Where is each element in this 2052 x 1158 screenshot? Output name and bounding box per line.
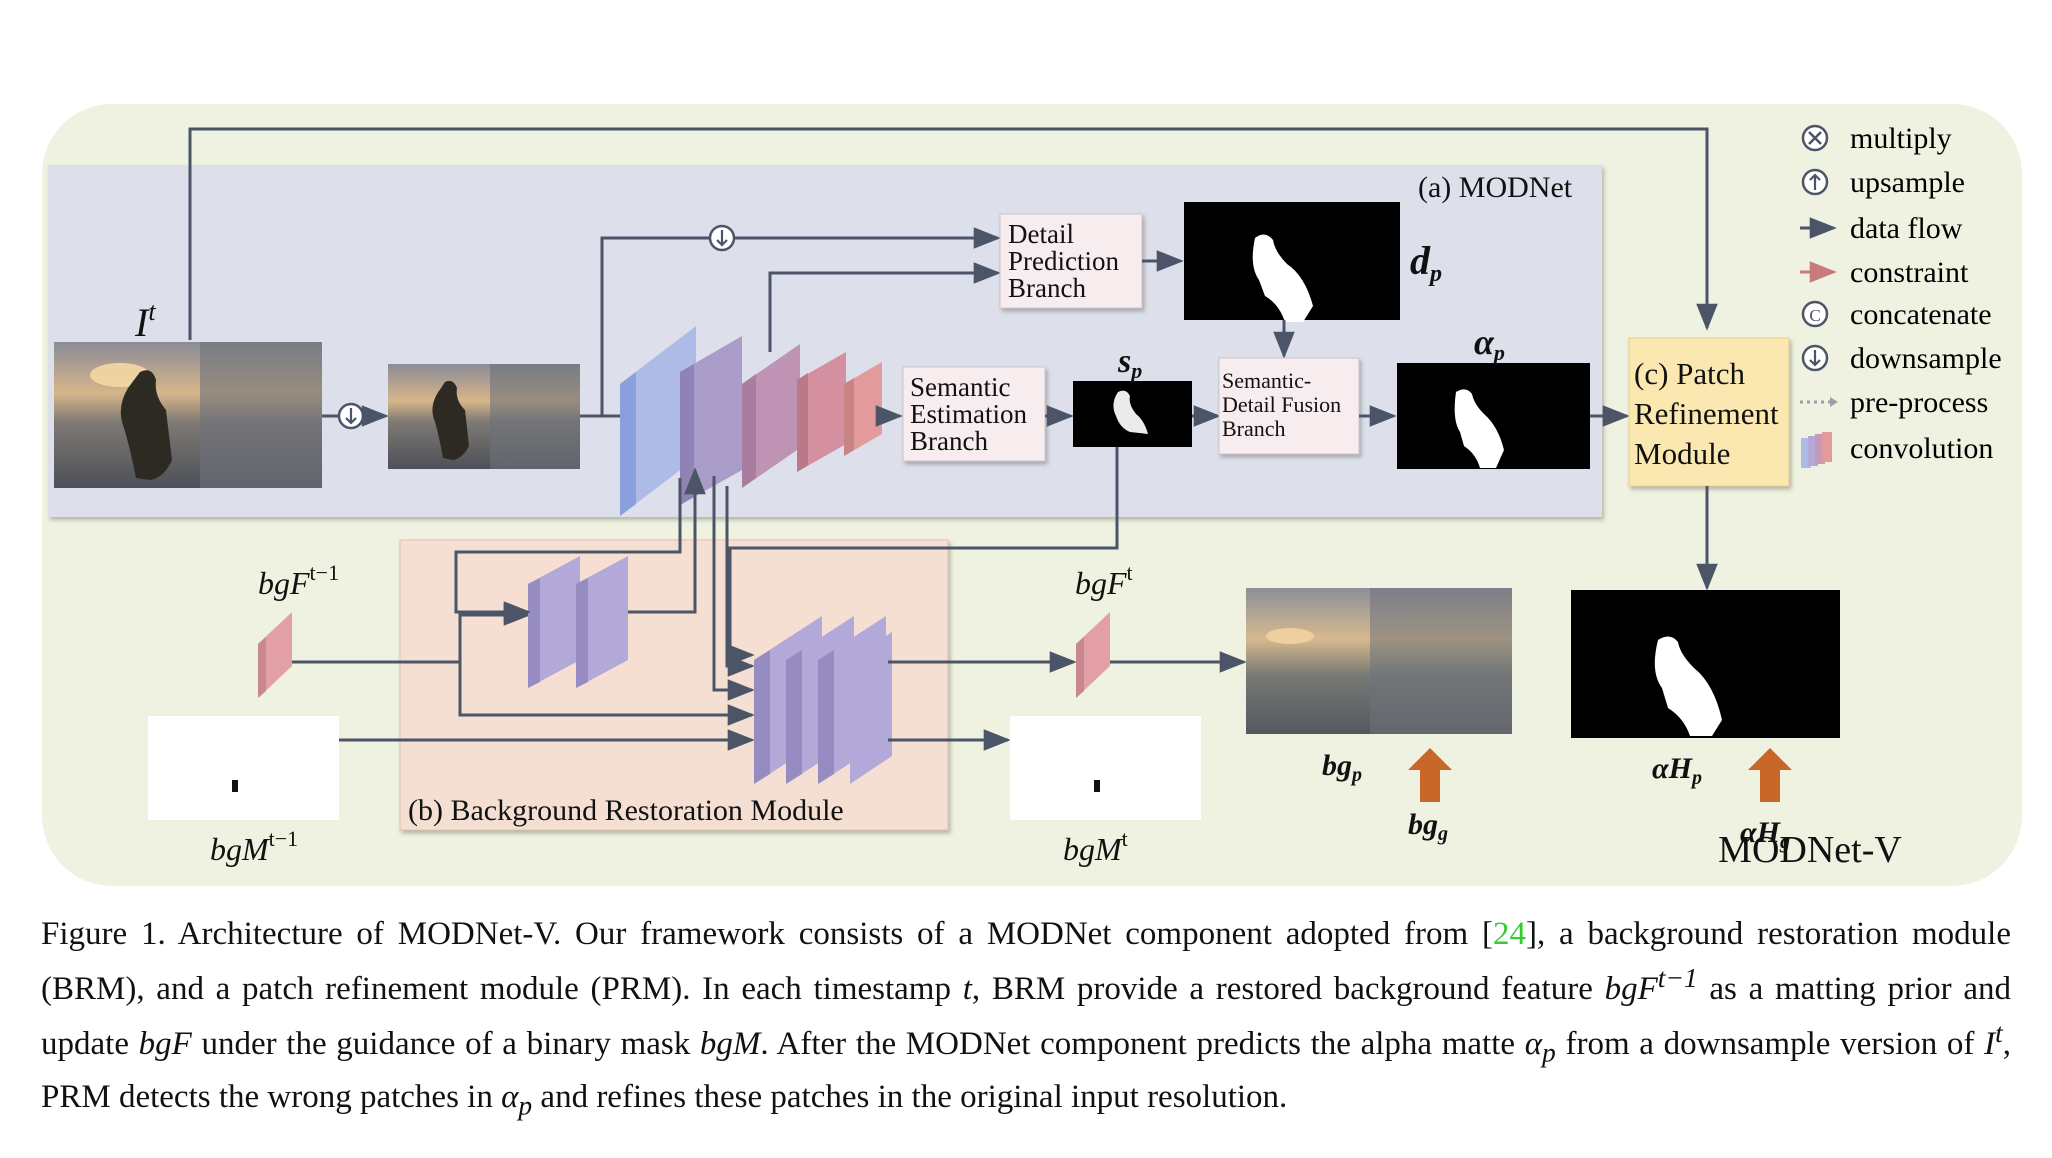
alphaHp-label: αHp bbox=[1652, 752, 1702, 789]
input-image bbox=[54, 342, 322, 488]
bgM-prev-mask bbox=[148, 716, 339, 820]
svg-text:pre-process: pre-process bbox=[1850, 386, 1988, 419]
alphaHg-arrow-icon bbox=[1748, 748, 1792, 802]
downsampled-image bbox=[388, 364, 580, 469]
bgM-cur-label: bgMt bbox=[1063, 826, 1128, 867]
svg-text:constraint: constraint bbox=[1850, 256, 1969, 289]
semantic-output-image bbox=[1073, 381, 1192, 447]
detail-prediction-branch bbox=[999, 213, 1143, 309]
multiply-icon bbox=[1801, 124, 1829, 152]
sp-label: sp bbox=[1117, 343, 1142, 383]
svg-text:Semantic- Detail Fusion: Semantic- Detail Fusion Branch bbox=[1222, 368, 1347, 441]
flow-to-detail-branch-2 bbox=[768, 262, 1001, 352]
svg-text:multiply: multiply bbox=[1850, 122, 1952, 155]
architecture-diagram: MODNet-V (a) MODNet (b) Background Resto… bbox=[42, 104, 2022, 886]
flow-to-detail-branch-1 bbox=[600, 227, 1001, 416]
bgF-prev-feature bbox=[258, 612, 292, 698]
svg-text:Semantic Estimation Br: Semantic Estimation Branch bbox=[910, 372, 1034, 456]
svg-text:(c) Patch Refinement M: (c) Patch Refinement Module bbox=[1634, 356, 1786, 471]
downsample-icon bbox=[1801, 344, 1829, 372]
semantic-detail-fusion-branch bbox=[1218, 357, 1360, 455]
brm-conv-pair bbox=[528, 556, 628, 688]
convolution-icon bbox=[1801, 432, 1832, 468]
svg-text:downsample: downsample bbox=[1850, 342, 2002, 375]
svg-text:data flow: data flow bbox=[1850, 212, 1963, 245]
svg-text:convolution: convolution bbox=[1850, 432, 1993, 465]
upsample-icon bbox=[1801, 168, 1829, 196]
legend: multiply upsample data flow constraint C… bbox=[1800, 122, 2002, 468]
input-label: It bbox=[134, 297, 156, 345]
downsample-node-1 bbox=[337, 402, 365, 430]
figure-caption: Figure 1. Architecture of MODNet-V. Our … bbox=[41, 916, 2011, 1121]
bgg-label: bgg bbox=[1408, 808, 1448, 845]
bgM-cur-mask bbox=[1010, 716, 1201, 820]
bgF-cur-label: bgFt bbox=[1075, 560, 1133, 601]
alpha-output-image bbox=[1397, 363, 1590, 469]
concatenate-icon: C bbox=[1801, 300, 1829, 328]
downsample-node-2 bbox=[708, 224, 736, 252]
brm-conv-stack bbox=[754, 616, 892, 784]
bgF-prev-label: bgFt−1 bbox=[258, 560, 339, 601]
encoder-convolution-blocks bbox=[620, 326, 882, 516]
patch-refinement-module bbox=[1628, 337, 1790, 487]
modnet-v-title: MODNet-V bbox=[1718, 829, 1902, 871]
semantic-estimation-branch bbox=[902, 366, 1046, 462]
citation-link[interactable]: 24 bbox=[1492, 916, 1526, 952]
dp-label: dp bbox=[1410, 238, 1442, 287]
alpha-p-label: αp bbox=[1474, 322, 1505, 365]
high-res-alpha-image bbox=[1571, 590, 1840, 738]
bgM-prev-label: bgMt−1 bbox=[210, 826, 298, 867]
pre-process-icon bbox=[1800, 397, 1838, 407]
modnet-label: (a) MODNet bbox=[1418, 171, 1573, 204]
brm-label: (b) Background Restoration Module bbox=[408, 794, 844, 827]
bgF-cur-feature bbox=[1076, 612, 1110, 698]
svg-text:upsample: upsample bbox=[1850, 166, 1965, 199]
bgp-label: bgp bbox=[1322, 749, 1362, 786]
input-to-prm-line bbox=[188, 127, 1718, 340]
svg-text:Detail Prediction Bran: Detail Prediction Branch bbox=[1008, 219, 1126, 303]
svg-text:concatenate: concatenate bbox=[1850, 298, 1992, 331]
restored-background-image bbox=[1246, 588, 1512, 734]
bgg-arrow-icon bbox=[1408, 748, 1452, 802]
svg-text:C: C bbox=[1809, 306, 1820, 325]
detail-output-image bbox=[1184, 202, 1400, 322]
alphaHg-label: αHg bbox=[1740, 816, 1790, 853]
